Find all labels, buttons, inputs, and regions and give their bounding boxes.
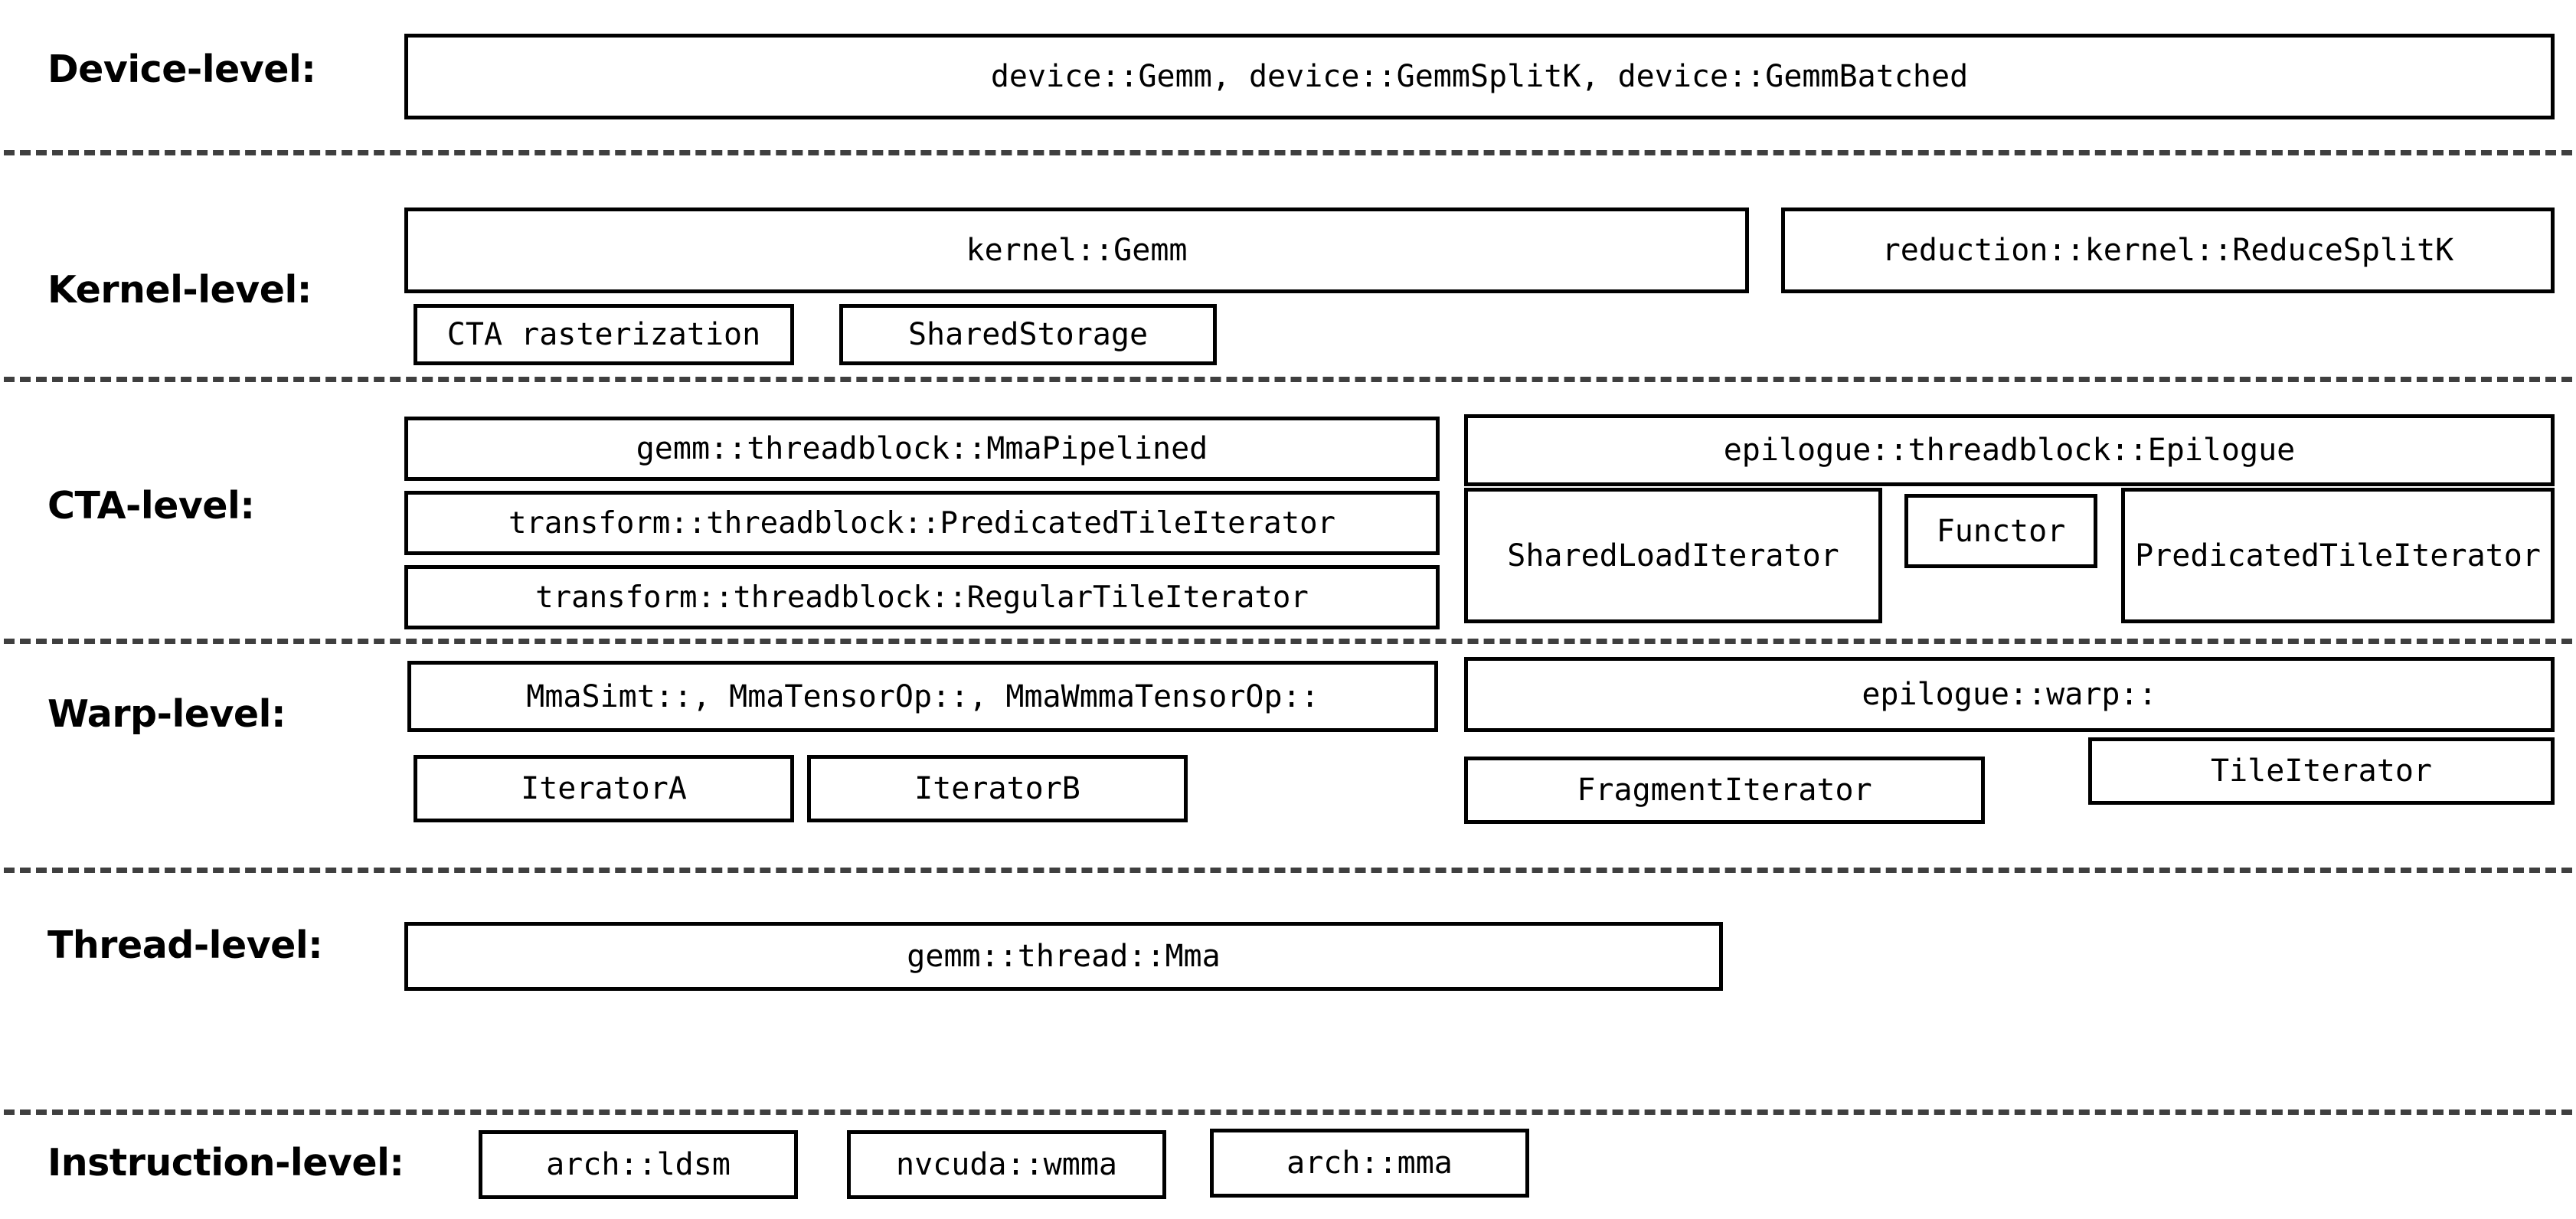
box-arch-ldsm[interactable]: arch::ldsm bbox=[479, 1130, 798, 1199]
box-nvcuda-wmma-label: nvcuda::wmma bbox=[896, 1147, 1117, 1182]
box-fragment-iterator[interactable]: FragmentIterator bbox=[1464, 757, 1985, 824]
level-label-cta: CTA-level: bbox=[47, 484, 255, 528]
divider-cta-warp bbox=[4, 639, 2572, 644]
box-tile-iterator[interactable]: TileIterator bbox=[2088, 737, 2555, 805]
level-label-warp: Warp-level: bbox=[47, 692, 286, 736]
box-functor-label: Functor bbox=[1936, 513, 2066, 549]
box-device-gemm-label: device::Gemm, device::GemmSplitK, device… bbox=[990, 59, 1969, 94]
divider-kernel-cta bbox=[4, 377, 2572, 382]
box-gemm-thread-mma-label: gemm::thread::Mma bbox=[907, 939, 1221, 974]
box-iterator-a[interactable]: IteratorA bbox=[414, 755, 794, 822]
box-epilogue-threadblock-epilogue[interactable]: epilogue::threadblock::Epilogue bbox=[1464, 414, 2555, 486]
box-shared-load-iterator-label: SharedLoadIterator bbox=[1507, 538, 1839, 574]
box-warp-mma[interactable]: MmaSimt::, MmaTensorOp::, MmaWmmaTensorO… bbox=[407, 661, 1438, 732]
box-transform-predicatedtileiterator-label: transform::threadblock::PredicatedTileIt… bbox=[508, 505, 1336, 541]
level-label-thread: Thread-level: bbox=[47, 923, 323, 967]
box-tile-iterator-label: TileIterator bbox=[2211, 753, 2432, 789]
box-gemm-thread-mma[interactable]: gemm::thread::Mma bbox=[404, 922, 1723, 991]
divider-warp-thread bbox=[4, 868, 2572, 873]
box-epilogue-predicatedtileiterator-label: PredicatedTileIterator bbox=[2135, 538, 2541, 574]
box-epilogue-predicatedtileiterator[interactable]: PredicatedTileIterator bbox=[2121, 488, 2555, 623]
box-arch-mma[interactable]: arch::mma bbox=[1210, 1129, 1529, 1198]
box-transform-regulartileiterator-label: transform::threadblock::RegularTileItera… bbox=[535, 580, 1309, 615]
box-kernel-gemm[interactable]: kernel::Gemm bbox=[404, 208, 1749, 293]
box-shared-storage[interactable]: SharedStorage bbox=[839, 304, 1217, 365]
level-label-kernel: Kernel-level: bbox=[47, 268, 312, 312]
box-cta-rasterization[interactable]: CTA rasterization bbox=[414, 304, 794, 365]
box-cta-rasterization-label: CTA rasterization bbox=[446, 317, 761, 352]
box-gemm-threadblock-mmapipelined[interactable]: gemm::threadblock::MmaPipelined bbox=[404, 417, 1440, 481]
divider-thread-instr bbox=[4, 1110, 2572, 1115]
box-shared-storage-label: SharedStorage bbox=[907, 317, 1149, 352]
box-iterator-a-label: IteratorA bbox=[521, 771, 687, 806]
box-transform-regulartileiterator[interactable]: transform::threadblock::RegularTileItera… bbox=[404, 565, 1440, 629]
box-epilogue-warp-label: epilogue::warp:: bbox=[1862, 677, 2157, 712]
level-label-device: Device-level: bbox=[47, 47, 316, 91]
level-label-instruction: Instruction-level: bbox=[47, 1141, 404, 1185]
box-fragment-iterator-label: FragmentIterator bbox=[1577, 773, 1872, 808]
box-iterator-b[interactable]: IteratorB bbox=[807, 755, 1188, 822]
box-iterator-b-label: IteratorB bbox=[914, 771, 1080, 806]
box-epilogue-warp[interactable]: epilogue::warp:: bbox=[1464, 657, 2555, 732]
box-reduction-kernel-reducesplitk[interactable]: reduction::kernel::ReduceSplitK bbox=[1781, 208, 2555, 293]
box-reduction-kernel-reducesplitk-label: reduction::kernel::ReduceSplitK bbox=[1881, 233, 2454, 268]
box-epilogue-threadblock-epilogue-label: epilogue::threadblock::Epilogue bbox=[1723, 433, 2296, 468]
box-nvcuda-wmma[interactable]: nvcuda::wmma bbox=[847, 1130, 1166, 1199]
box-arch-ldsm-label: arch::ldsm bbox=[546, 1147, 731, 1182]
box-kernel-gemm-label: kernel::Gemm bbox=[966, 233, 1188, 268]
box-warp-mma-label: MmaSimt::, MmaTensorOp::, MmaWmmaTensorO… bbox=[526, 678, 1319, 714]
box-shared-load-iterator[interactable]: SharedLoadIterator bbox=[1464, 488, 1882, 623]
box-functor[interactable]: Functor bbox=[1904, 494, 2097, 568]
box-gemm-threadblock-mmapipelined-label: gemm::threadblock::MmaPipelined bbox=[636, 431, 1208, 466]
box-transform-predicatedtileiterator[interactable]: transform::threadblock::PredicatedTileIt… bbox=[404, 491, 1440, 555]
box-arch-mma-label: arch::mma bbox=[1286, 1145, 1453, 1181]
divider-device-kernel bbox=[4, 150, 2572, 155]
box-device-gemm[interactable]: device::Gemm, device::GemmSplitK, device… bbox=[404, 34, 2555, 119]
